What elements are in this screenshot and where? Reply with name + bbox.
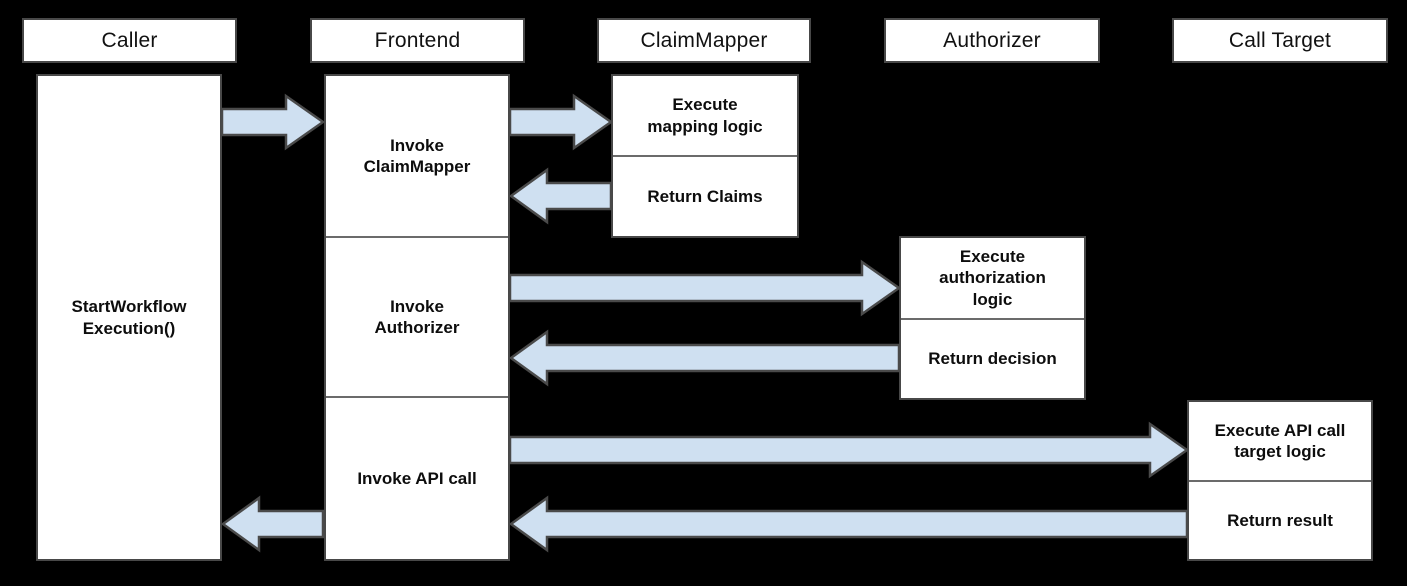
arrow-right-shape [508,421,1190,479]
lane-header-authorizer: Authorizer [884,18,1100,63]
arrow-right-shape [220,93,326,151]
arrow-left-shape [508,329,901,387]
message-arrow-caller-to-frontend [220,93,326,151]
lane-header-label: Call Target [1228,28,1332,52]
activation-segment-return-decision: Return decision [901,318,1084,398]
lane-header-label: Authorizer [943,28,1041,52]
lane-header-frontend: Frontend [310,18,525,63]
lane-header-call-target: Call Target [1172,18,1388,63]
activation-segment-return-result: Return result [1189,480,1371,559]
activation-segment-invoke-api-call: Invoke API call [326,396,508,559]
arrow-right-shape [508,259,902,317]
arrow-left-shape [508,167,613,225]
arrow-left-shape [220,495,325,553]
arrow-left-shape [508,495,1189,553]
activation-segment-label: Return decision [928,349,1057,369]
message-arrow-call-target-to-frontend [508,495,1189,553]
lane-header-label: ClaimMapper [640,28,768,52]
activation-segment-return-claims: Return Claims [613,155,797,236]
lane-header-label: Frontend [374,28,461,52]
lane-header-caller: Caller [22,18,237,63]
message-arrow-authorizer-to-frontend [508,329,901,387]
activation-segment-label: Invoke API call [357,468,477,488]
arrow-right-shape [508,93,614,151]
message-arrow-frontend-to-authorizer [508,259,902,317]
message-arrow-frontend-to-claimmapper [508,93,614,151]
activation-segment-label: Return Claims [647,186,763,206]
message-arrow-frontend-to-caller [220,495,325,553]
lane-header-claimmapper: ClaimMapper [597,18,811,63]
message-arrow-claimmapper-to-frontend [508,167,613,225]
lane-header-label: Caller [101,28,158,52]
activation-segment-label: Return result [1227,510,1333,530]
message-arrow-frontend-to-call-target [508,421,1190,479]
